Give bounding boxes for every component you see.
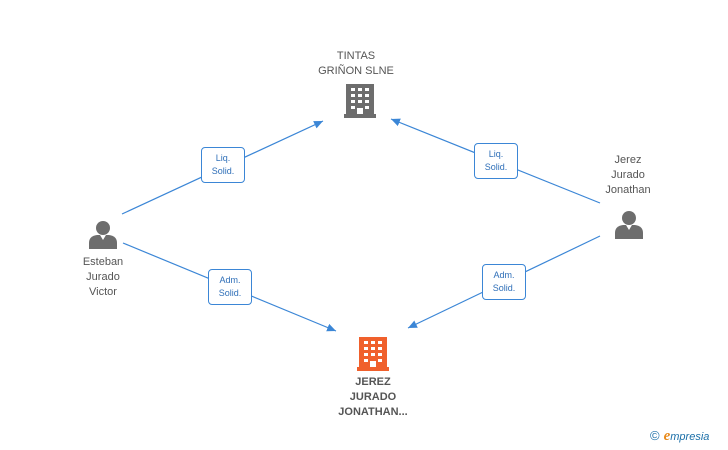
edge-label-line: Liq.: [488, 149, 504, 159]
brand-footer[interactable]: ©empresia: [650, 428, 709, 446]
node-label-line: Victor: [89, 286, 117, 298]
node-label-line: JURADO: [349, 391, 397, 403]
node-label-jerez-person[interactable]: Jerez Jurado Jonathan: [590, 153, 666, 198]
edge-label-line: Solid.: [211, 166, 235, 176]
copyright-symbol: ©: [650, 428, 660, 443]
building-icon: [344, 84, 376, 118]
node-label-line: Jonathan: [605, 184, 651, 196]
edge-label-line: Adm.: [219, 275, 241, 285]
brand-logo-initial: e: [663, 428, 671, 444]
node-label-line: JEREZ: [355, 376, 391, 388]
edge-label-esteban-tintas[interactable]: Liq. Solid.: [201, 147, 245, 183]
node-label-main-company[interactable]: JEREZ JURADO JONATHAN...: [318, 375, 428, 420]
person-icon: [615, 211, 643, 239]
edge-label-jerez-main[interactable]: Adm. Solid.: [482, 264, 526, 300]
node-label-line: Jurado: [86, 271, 120, 283]
edge-label-line: Liq.: [215, 153, 231, 163]
edge-label-line: Solid.: [484, 162, 508, 172]
building-icon: [357, 337, 389, 371]
edge-label-line: Solid.: [218, 288, 242, 298]
edge-label-line: Adm.: [493, 270, 515, 280]
node-label-esteban[interactable]: Esteban Jurado Victor: [65, 255, 141, 300]
edge-label-line: Solid.: [492, 283, 516, 293]
node-label-line: Jerez: [614, 154, 642, 166]
node-label-line: TINTAS: [336, 50, 376, 62]
edge-label-esteban-main[interactable]: Adm. Solid.: [208, 269, 252, 305]
node-label-line: Esteban: [82, 256, 124, 268]
node-label-line: JONATHAN...: [338, 406, 408, 418]
person-icon: [89, 221, 117, 249]
node-label-tintas[interactable]: TINTAS GRIÑON SLNE: [306, 49, 406, 79]
brand-name: mpresia: [670, 431, 710, 443]
node-label-line: Jurado: [611, 169, 645, 181]
node-label-line: GRIÑON SLNE: [318, 65, 394, 77]
edge-label-jerez-tintas[interactable]: Liq. Solid.: [474, 143, 518, 179]
